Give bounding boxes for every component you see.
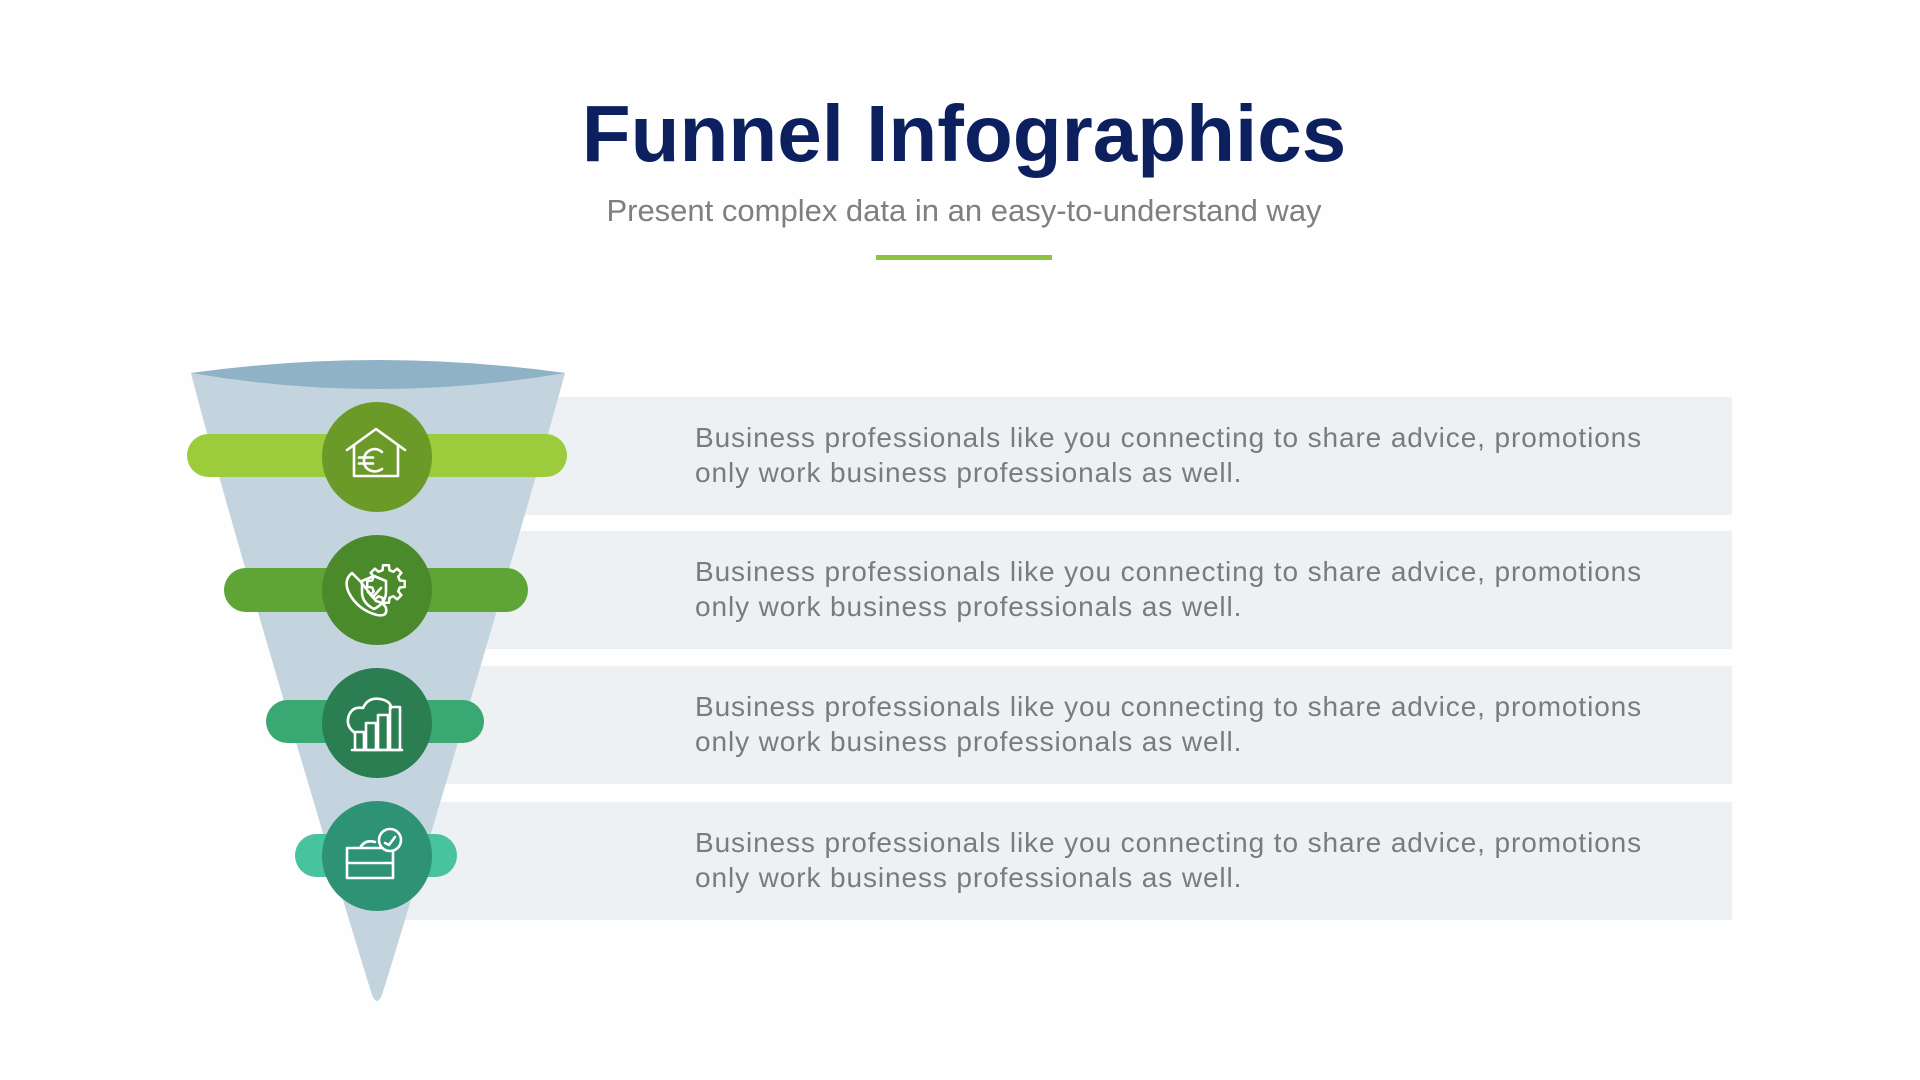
title-underline-divider [876, 255, 1052, 260]
step-2-icon-circle [322, 535, 432, 645]
cloud-bar-chart-icon [346, 697, 404, 752]
step-3-marker [266, 668, 484, 778]
step-1-marker [187, 402, 567, 512]
step-3-text-line-2: only work business professionals as well… [695, 726, 1243, 757]
step-1-text-line-2: only work business professionals as well… [695, 457, 1243, 488]
step-1-icon-circle [322, 402, 432, 512]
page-subtitle: Present complex data in an easy-to-under… [606, 193, 1322, 228]
step-4-text-line-1: Business professionals like you connecti… [695, 827, 1643, 858]
step-4-text-panel: Business professionals like you connecti… [405, 802, 1732, 920]
step-4-marker [295, 801, 457, 911]
step-2-text-line-1: Business professionals like you connecti… [695, 556, 1643, 587]
step-1-text-line-1: Business professionals like you connecti… [695, 422, 1643, 453]
briefcase-clock-icon [345, 827, 403, 880]
step-2-marker [224, 535, 528, 645]
step-2-text-panel: Business professionals like you connecti… [405, 531, 1732, 649]
step-3-text-line-1: Business professionals like you connecti… [695, 691, 1643, 722]
hand-gear-shield-check-icon [345, 564, 406, 617]
step-4-text-line-2: only work business professionals as well… [695, 862, 1243, 893]
page-title: Funnel Infographics [581, 89, 1347, 178]
step-1-text-panel: Business professionals like you connecti… [405, 397, 1732, 515]
house-euro-icon [345, 427, 407, 478]
step-3-text-panel: Business professionals like you connecti… [405, 666, 1732, 784]
funnel-rim [191, 360, 565, 389]
step-4-icon-circle [322, 801, 432, 911]
funnel-graphic [187, 360, 567, 1001]
step-2-text-line-2: only work business professionals as well… [695, 591, 1243, 622]
